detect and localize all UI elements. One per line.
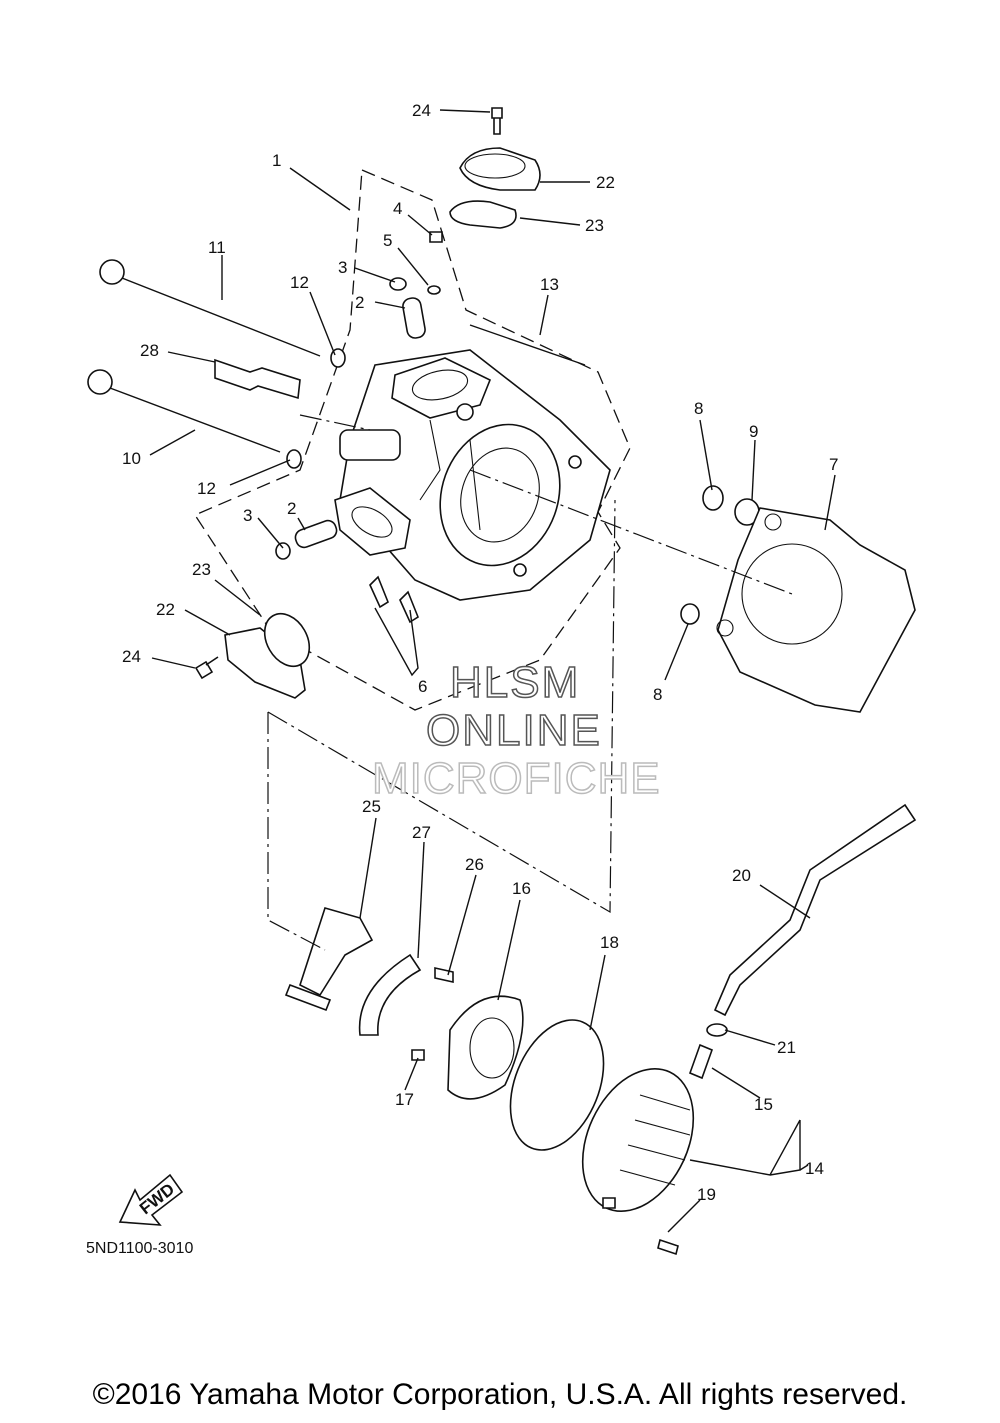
callout-7: 7 xyxy=(829,455,838,474)
callout-3-top: 3 xyxy=(338,258,347,277)
assembly-outline xyxy=(194,169,631,711)
copyright-notice: ©2016 Yamaha Motor Corporation, U.S.A. A… xyxy=(92,1378,908,1411)
callout-13: 13 xyxy=(540,275,559,294)
callout-8-top: 8 xyxy=(694,399,703,418)
svg-text:HLSM: HLSM xyxy=(450,658,580,707)
callout-4: 4 xyxy=(393,199,402,218)
side-cover xyxy=(194,612,311,699)
callout-1: 1 xyxy=(272,151,281,170)
callout-2-top: 2 xyxy=(355,293,364,312)
callout-24-top: 24 xyxy=(412,101,431,120)
callout-2-bottom: 2 xyxy=(287,499,296,518)
callout-25: 25 xyxy=(362,797,381,816)
callout-16: 16 xyxy=(512,879,531,898)
cylinder-head xyxy=(334,349,611,601)
spark-plug xyxy=(214,358,301,400)
callout-3-bottom: 3 xyxy=(243,506,252,525)
callout-24-left: 24 xyxy=(122,647,141,666)
leader-lines xyxy=(149,109,836,1233)
callout-labels: 24 22 23 1 4 5 3 2 11 12 13 28 10 12 3 2… xyxy=(122,101,838,1204)
callout-26: 26 xyxy=(465,855,484,874)
callout-22-left: 22 xyxy=(156,600,175,619)
callout-23-top: 23 xyxy=(585,216,604,235)
callout-18: 18 xyxy=(600,933,619,952)
callout-12-bottom: 12 xyxy=(197,479,216,498)
callout-17: 17 xyxy=(395,1090,414,1109)
callout-27: 27 xyxy=(412,823,431,842)
svg-text:ONLINE: ONLINE xyxy=(426,706,602,755)
bolts xyxy=(87,259,586,469)
callout-28: 28 xyxy=(140,341,159,360)
callout-5: 5 xyxy=(383,231,392,250)
axis-lines xyxy=(267,414,793,951)
callout-12-top: 12 xyxy=(290,273,309,292)
callout-9: 9 xyxy=(749,422,758,441)
callout-11: 11 xyxy=(208,238,226,257)
top-cover xyxy=(449,107,541,229)
callout-15: 15 xyxy=(754,1095,773,1114)
lower-parts xyxy=(284,907,605,1151)
callout-21: 21 xyxy=(777,1038,796,1057)
diagram-code: 5ND1100-3010 xyxy=(86,1240,194,1257)
callout-6: 6 xyxy=(418,677,427,696)
fwd-arrow-icon: FWD xyxy=(118,1173,184,1226)
callout-20: 20 xyxy=(732,866,751,885)
callout-14: 14 xyxy=(805,1159,824,1178)
svg-text:MICROFICHE: MICROFICHE xyxy=(372,754,661,803)
callout-22-top: 22 xyxy=(596,173,615,192)
callout-8-bottom: 8 xyxy=(653,685,662,704)
head-gasket xyxy=(716,507,916,713)
callout-19: 19 xyxy=(697,1185,716,1204)
callout-10: 10 xyxy=(122,449,141,468)
cover-and-pipe xyxy=(581,803,917,1256)
watermark: HLSM ONLINE MICROFICHE xyxy=(371,657,661,804)
callout-23-left: 23 xyxy=(192,560,211,579)
